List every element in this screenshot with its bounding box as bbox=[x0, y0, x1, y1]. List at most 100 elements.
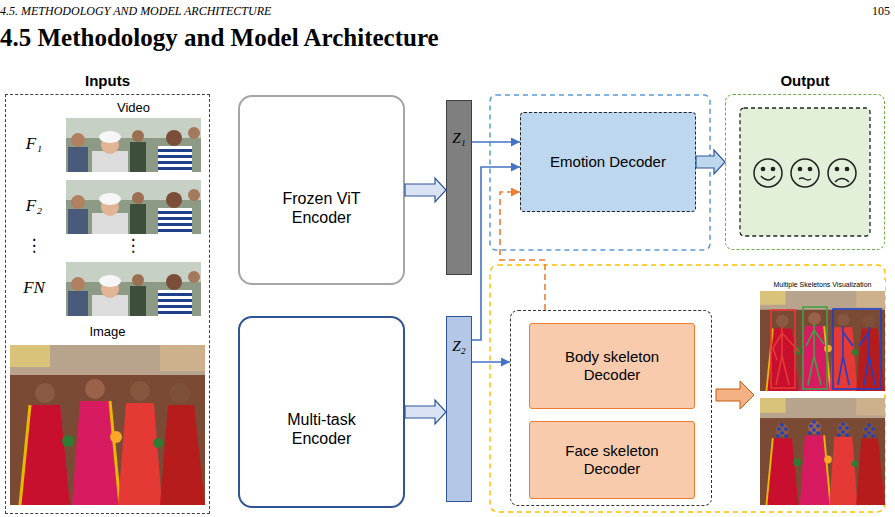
emotion-faces bbox=[791, 159, 819, 187]
node-text: Output bbox=[725, 72, 885, 90]
face-keypoints bbox=[777, 427, 781, 431]
visualization-panel bbox=[760, 280, 885, 391]
ellipsis-dots: ⋮ bbox=[14, 236, 54, 256]
block-arrow bbox=[405, 178, 446, 202]
face-keypoints bbox=[838, 426, 842, 430]
feature-bar: Z₁ bbox=[446, 100, 472, 275]
face-keypoints bbox=[780, 423, 784, 427]
face-keypoints bbox=[845, 433, 849, 437]
emotion-group bbox=[490, 95, 710, 250]
group-border bbox=[725, 94, 885, 250]
face-keypoints bbox=[867, 431, 871, 435]
face-keypoints bbox=[871, 427, 875, 431]
emotion-faces bbox=[761, 167, 764, 170]
page-number: 105 bbox=[835, 4, 890, 18]
face-keypoints bbox=[808, 431, 812, 435]
block-arrow bbox=[405, 400, 446, 424]
encoder-box: Frozen ViT Encoder bbox=[238, 95, 405, 285]
emotion-faces bbox=[791, 159, 819, 187]
face-keypoints bbox=[812, 420, 816, 424]
image-title: Multiple Skeletons Visualization bbox=[760, 281, 885, 289]
face-keypoints bbox=[809, 424, 813, 428]
arrow-connector bbox=[472, 361, 510, 363]
emotion-faces bbox=[835, 167, 838, 170]
frame-index: F₂ bbox=[14, 196, 54, 216]
ellipsis-dots: ⋮ bbox=[113, 236, 153, 256]
node-text: Multi-task Encoder bbox=[240, 410, 403, 448]
body-skeletons bbox=[773, 327, 799, 385]
body-skeletons bbox=[838, 326, 875, 385]
frame-index: FN bbox=[14, 278, 54, 298]
face-keypoints bbox=[845, 426, 849, 430]
section-title: 4.5 Methodology and Model Architecture bbox=[0, 24, 439, 52]
video-frame bbox=[66, 180, 201, 234]
emotion-faces bbox=[754, 159, 782, 187]
body-skeletons bbox=[806, 324, 824, 385]
face-keypoints bbox=[837, 433, 841, 437]
face-keypoints bbox=[863, 434, 867, 438]
input-caption: Image bbox=[10, 324, 205, 340]
block-arrow bbox=[696, 150, 725, 174]
input-image bbox=[10, 345, 205, 505]
decoder-box: Emotion Decoder bbox=[520, 112, 696, 212]
arrow-connector bbox=[472, 141, 520, 143]
emotion-faces bbox=[808, 167, 811, 170]
group-border bbox=[5, 94, 210, 514]
body-skeletons bbox=[803, 307, 827, 389]
face-keypoints bbox=[776, 420, 875, 438]
body-skeletons bbox=[771, 310, 799, 388]
frame-index: F₁ bbox=[14, 134, 54, 154]
face-keypoints bbox=[871, 434, 875, 438]
emotion-faces bbox=[754, 159, 856, 187]
face-keypoints bbox=[776, 434, 780, 438]
block-arrow bbox=[716, 381, 754, 409]
input-caption: Video bbox=[66, 100, 201, 116]
node-text: Z₁ bbox=[447, 129, 471, 147]
emotion-faces bbox=[828, 159, 856, 187]
arrow-connector bbox=[472, 167, 520, 340]
video-frame bbox=[66, 118, 201, 172]
output-panel bbox=[740, 108, 870, 236]
emotion-faces bbox=[798, 167, 801, 170]
face-keypoints bbox=[841, 430, 845, 434]
emotion-faces bbox=[828, 159, 856, 187]
node-text: Frozen ViT Encoder bbox=[240, 189, 403, 227]
video-frame bbox=[66, 262, 201, 316]
emotion-faces bbox=[771, 167, 774, 170]
skeleton-group bbox=[490, 265, 885, 512]
visualization-image bbox=[760, 398, 885, 505]
face-keypoints bbox=[812, 428, 816, 432]
decoder-box: Face skeleton Decoder bbox=[529, 421, 695, 499]
body-skeletons bbox=[833, 309, 881, 389]
node-text: Inputs bbox=[5, 72, 210, 90]
emotion-faces bbox=[835, 179, 849, 183]
emotion-faces bbox=[799, 178, 811, 180]
body-skeletons bbox=[771, 307, 881, 389]
face-keypoints bbox=[784, 427, 788, 431]
decoder-box: Body skeleton Decoder bbox=[529, 323, 695, 409]
body-skeletons bbox=[771, 310, 795, 388]
node-text: Face skeleton Decoder bbox=[530, 442, 694, 478]
face-keypoints bbox=[816, 431, 820, 435]
visualization-image bbox=[760, 291, 885, 391]
decoder-group: Body skeleton DecoderFace skeleton Decod… bbox=[510, 310, 712, 506]
face-keypoints bbox=[784, 434, 788, 438]
node-text: Emotion Decoder bbox=[521, 153, 695, 171]
emotion-faces bbox=[761, 176, 775, 180]
node-text: Body skeleton Decoder bbox=[530, 348, 694, 384]
running-header: 4.5. METHODOLOGY AND MODEL ARCHITECTURE bbox=[0, 4, 420, 18]
face-keypoints bbox=[841, 422, 845, 426]
face-keypoints bbox=[867, 423, 871, 427]
emotion-faces bbox=[845, 167, 848, 170]
emotion-faces bbox=[754, 159, 782, 187]
output-group: Output bbox=[725, 72, 885, 250]
node-text: Z₂ bbox=[447, 337, 471, 355]
face-keypoints bbox=[864, 427, 868, 431]
body-skeletons bbox=[833, 309, 881, 389]
encoder-box: Multi-task Encoder bbox=[238, 316, 405, 508]
body-skeletons bbox=[803, 307, 827, 389]
face-keypoints bbox=[816, 424, 820, 428]
feature-bar: Z₂ bbox=[446, 316, 472, 502]
face-keypoints bbox=[780, 431, 784, 435]
